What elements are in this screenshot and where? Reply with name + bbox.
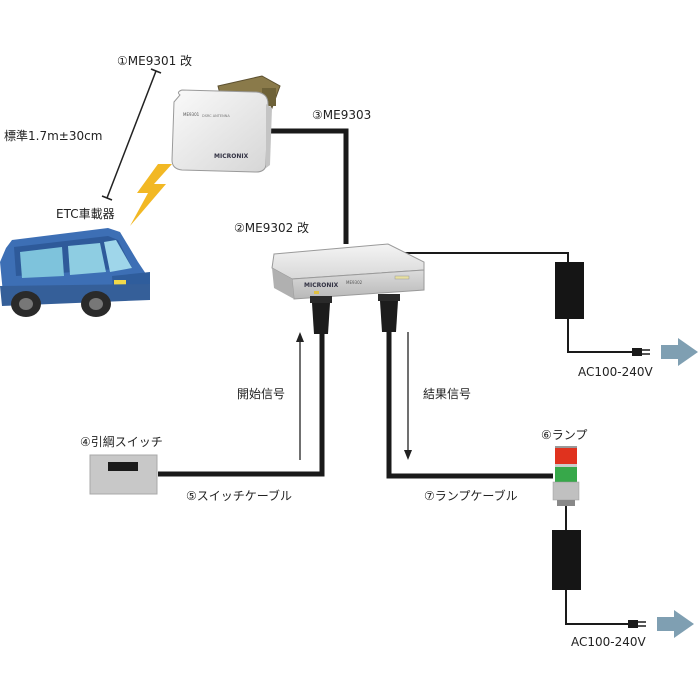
lamp-connector — [378, 294, 400, 332]
label-distance: 標準1.7m±30cm — [4, 129, 103, 143]
label-ac-top: AC100-240V — [578, 365, 653, 379]
controller-me9302: MICRONIX ME9302 — [271, 243, 425, 300]
label-switch-cable: ⑤スイッチケーブル — [186, 489, 293, 503]
switch-connector — [310, 296, 332, 334]
distance-indicator — [101, 68, 162, 201]
power-plug-top-icon — [632, 348, 650, 356]
controller-brand-text: MICRONIX — [304, 282, 339, 289]
label-ac-bottom: AC100-240V — [571, 635, 646, 649]
label-me9303: ③ME9303 — [312, 108, 372, 122]
outlet-arrow-top-icon — [661, 338, 698, 366]
signal-lamp — [552, 446, 580, 506]
start-signal-arrow — [296, 332, 304, 460]
label-lamp: ⑥ランプ — [541, 428, 588, 442]
lamp-cable — [386, 332, 553, 479]
controller-model-text: ME9302 — [346, 280, 363, 285]
cable-power-top — [400, 252, 632, 353]
cable-me9303 — [268, 128, 349, 244]
pull-switch — [89, 454, 158, 495]
switch-cable — [158, 332, 325, 477]
label-etc: ETC車載器 — [56, 207, 115, 221]
lightning-bolt-icon — [130, 164, 172, 226]
power-adapter-top — [555, 262, 584, 319]
label-lamp-cable: ⑦ランプケーブル — [424, 489, 518, 503]
outlet-arrow-bottom-icon — [657, 610, 694, 638]
label-end-signal: 結果信号 — [423, 387, 472, 401]
label-me9302: ②ME9302 改 — [234, 221, 310, 235]
power-plug-bottom-icon — [628, 620, 646, 628]
label-me9301: ①ME9301 改 — [117, 54, 193, 68]
power-adapter-bottom — [552, 530, 581, 590]
cable-power-bottom — [565, 505, 628, 625]
antenna-model-text: ME9301 — [183, 112, 200, 117]
antenna-me9301: ME9301 DSRC ANTENNA MICRONIX — [171, 75, 281, 173]
label-switch: ④引綱スイッチ — [80, 435, 163, 449]
car-icon — [0, 228, 150, 317]
end-signal-arrow — [404, 332, 412, 460]
label-start-signal: 開始信号 — [237, 387, 286, 401]
antenna-brand-text: MICRONIX — [214, 153, 249, 160]
antenna-sub-text: DSRC ANTENNA — [202, 114, 230, 118]
